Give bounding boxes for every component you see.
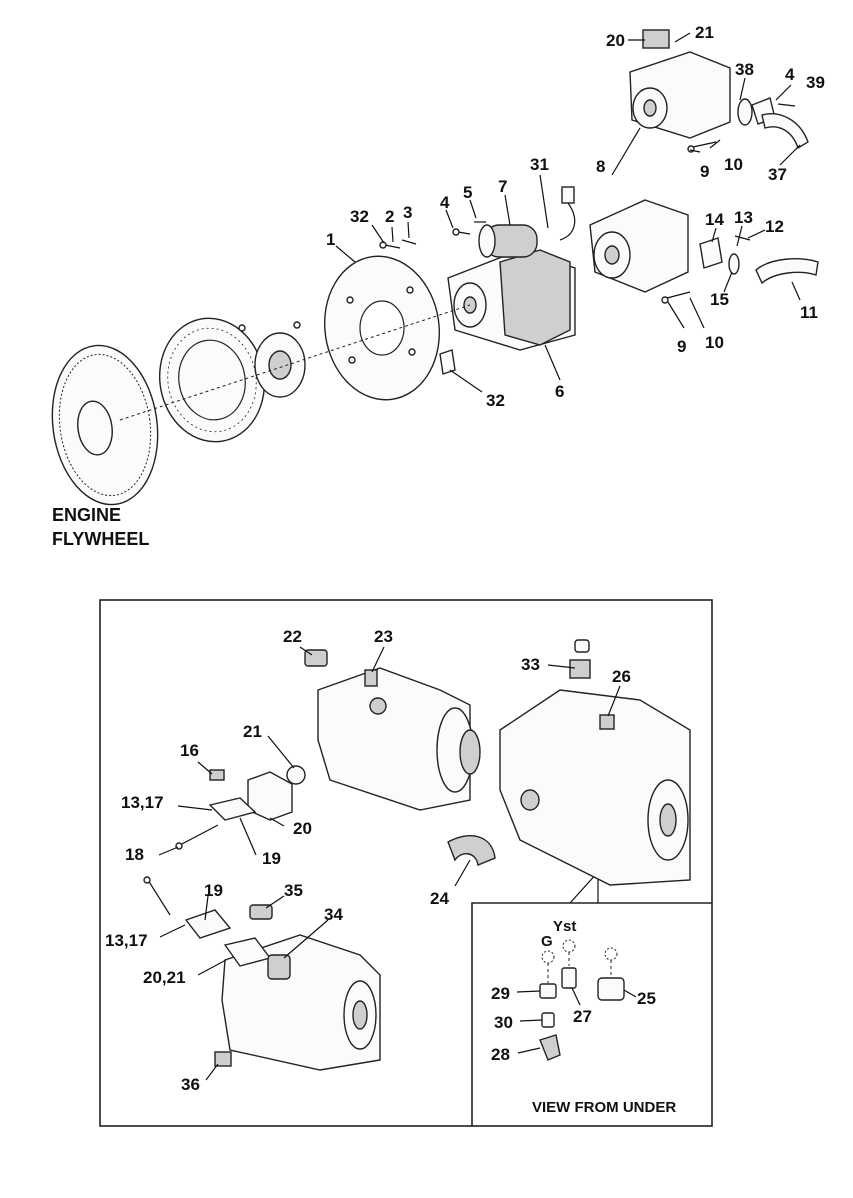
detail-pump-right: [499, 689, 691, 886]
callout-23: 23: [374, 627, 393, 646]
callout-19-a: 19: [262, 849, 281, 868]
engine-flywheel-caption-line1: ENGINE: [52, 505, 121, 525]
callout-39: 39: [806, 73, 825, 92]
view-under-fittings: [539, 939, 625, 1061]
callout-4-top: 4: [785, 65, 795, 84]
detail-pump-lower: [221, 934, 381, 1071]
callout-36: 36: [181, 1075, 200, 1094]
callout-7: 7: [498, 177, 507, 196]
callout-leaders-top: [335, 32, 801, 393]
callout-31: 31: [530, 155, 549, 174]
elbow-hose-top: [761, 113, 809, 150]
callout-21: 21: [243, 722, 262, 741]
callout-32-top: 32: [350, 207, 369, 226]
callout-38: 38: [735, 60, 754, 79]
callout-4-mid: 4: [440, 193, 450, 212]
callout-14: 14: [705, 210, 724, 229]
callout-21-top: 21: [695, 23, 714, 42]
bracket: [439, 349, 456, 375]
secondary-pump: [589, 199, 689, 293]
detail-box: 22 23 21 16 13,17 20 18 19 33 26 24 19 3…: [99, 599, 713, 1127]
callout-numbers-top: 20 21 38 4 39 8 9 10 37 31 7 5 4 32 2 3 …: [326, 23, 825, 410]
callout-20-21: 20,21: [143, 968, 186, 987]
callout-24: 24: [430, 889, 449, 908]
callout-13-17-a: 13,17: [121, 793, 164, 812]
callout-20: 20: [293, 819, 312, 838]
callout-8: 8: [596, 157, 605, 176]
callout-18: 18: [125, 845, 144, 864]
view-from-under-caption: VIEW FROM UNDER: [532, 1099, 676, 1116]
port-label-yst: Yst: [553, 918, 576, 935]
callout-2: 2: [385, 207, 394, 226]
callout-1: 1: [326, 230, 335, 249]
assembly-axis: [119, 304, 471, 421]
callout-13-17-b: 13,17: [105, 931, 148, 950]
filter-canister: [478, 224, 538, 258]
callout-32-bottom: 32: [486, 391, 505, 410]
callout-10-top: 10: [724, 155, 743, 174]
callout-27: 27: [573, 1007, 592, 1026]
callout-19-b: 19: [204, 881, 223, 900]
engine-flywheel-caption-line2: FLYWHEEL: [52, 529, 149, 549]
top-exploded-view: 20 21 38 4 39 8 9 10 37 31 7 5 4 32 2 3 …: [51, 23, 825, 549]
callout-34: 34: [324, 905, 343, 924]
callout-12: 12: [765, 217, 784, 236]
coupling-hub: [238, 321, 306, 398]
callout-20-top: 20: [606, 31, 625, 50]
callout-28: 28: [491, 1045, 510, 1064]
callout-29: 29: [491, 984, 510, 1003]
callout-26: 26: [612, 667, 631, 686]
adapter-plate: [323, 255, 441, 401]
callout-numbers-detail: 22 23 21 16 13,17 20 18 19 33 26 24 19 3…: [105, 627, 676, 1116]
detail-pump-upper: [317, 667, 481, 811]
main-pump-assembly: [447, 249, 576, 351]
callout-37: 37: [768, 165, 787, 184]
sensor-cable: [559, 186, 576, 241]
callout-3: 3: [403, 203, 412, 222]
callout-15: 15: [710, 290, 729, 309]
callout-10-mid: 10: [705, 333, 724, 352]
callout-33: 33: [521, 655, 540, 674]
callout-11: 11: [800, 303, 818, 322]
callout-leaders-detail: [158, 646, 637, 1081]
callout-9-top: 9: [700, 162, 709, 181]
callout-13: 13: [734, 208, 753, 227]
gear-pump-top: [629, 29, 731, 139]
callout-16: 16: [180, 741, 199, 760]
callout-35: 35: [284, 881, 303, 900]
callout-6: 6: [555, 382, 564, 401]
view-from-under-frame: [471, 902, 712, 1126]
callout-9-mid: 9: [677, 337, 686, 356]
callout-25: 25: [637, 989, 656, 1008]
callout-22: 22: [283, 627, 302, 646]
detail-frame: [99, 599, 713, 1127]
detail-small-parts: [143, 639, 615, 1067]
elbow-hose-mid: [755, 258, 819, 285]
callout-30: 30: [494, 1013, 513, 1032]
flange-mid: [699, 237, 740, 275]
callout-5: 5: [463, 183, 472, 202]
coupling-disc: [158, 317, 266, 443]
port-label-g: G: [541, 933, 553, 950]
engine-flywheel: [51, 344, 159, 506]
